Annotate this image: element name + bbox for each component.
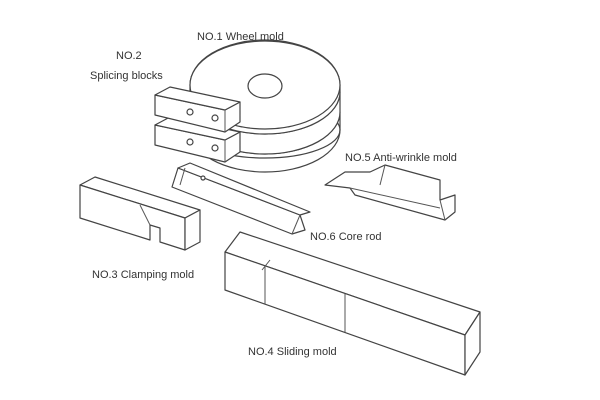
label-core-rod: NO.6 Core rod xyxy=(310,231,382,243)
splicing-blocks xyxy=(154,86,241,163)
sliding-mold xyxy=(224,231,481,376)
label-anti-wrinkle-mold: NO.5 Anti-wrinkle mold xyxy=(345,152,457,164)
anti-wrinkle-mold xyxy=(324,164,456,221)
clamping-mold xyxy=(79,176,201,251)
core-rod xyxy=(171,162,311,235)
label-splicing-number: NO.2 xyxy=(116,50,142,62)
label-clamping-mold: NO.3 Clamping mold xyxy=(92,269,194,281)
label-sliding-mold: NO.4 Sliding mold xyxy=(248,346,337,358)
label-splicing-blocks: Splicing blocks xyxy=(90,70,163,82)
label-wheel-mold: NO.1 Wheel mold xyxy=(197,31,284,43)
